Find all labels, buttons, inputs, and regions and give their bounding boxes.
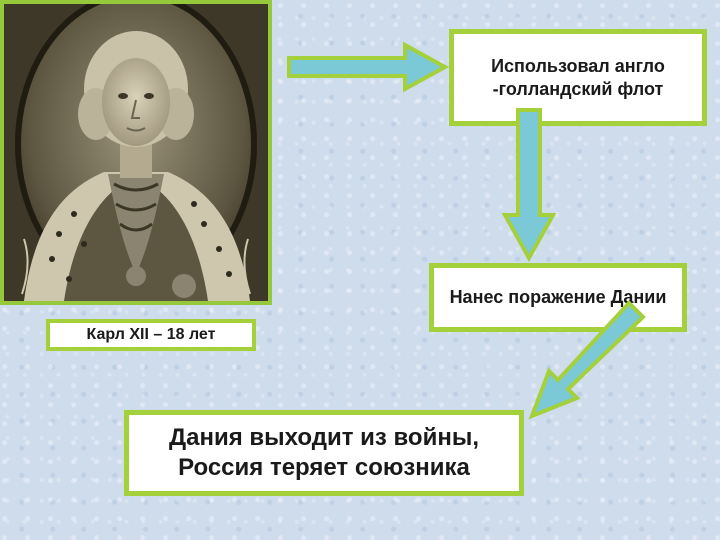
portrait-caption: Карл XII – 18 лет [46,319,256,351]
step-box-defeat: Нанес поражение Дании [429,263,687,332]
arrow-right [287,41,450,93]
arrow-down [501,108,557,263]
step-box-fleet: Использовал англо -голландский флот [449,29,707,126]
step-box-outcome: Дания выходит из войны, Россия теряет со… [124,410,524,496]
portrait-image [0,0,272,305]
